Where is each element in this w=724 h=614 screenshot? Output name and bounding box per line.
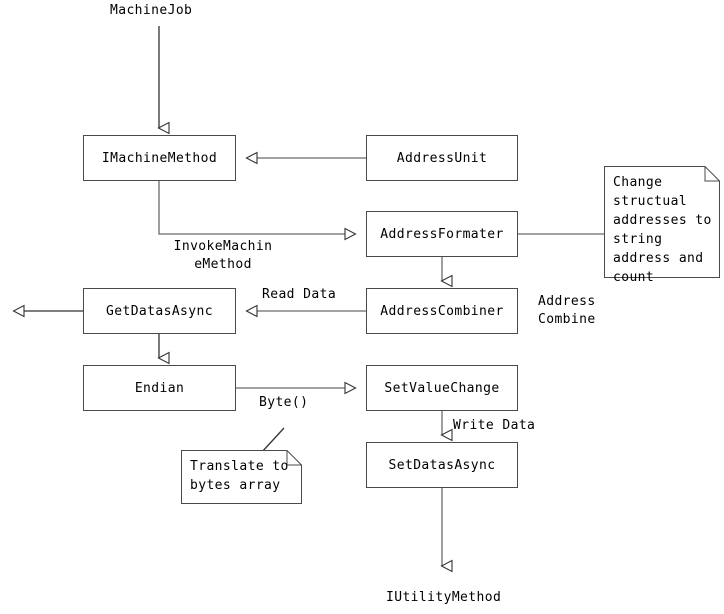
- node-label: AddressCombiner: [380, 303, 504, 319]
- node-label: SetDatasAsync: [388, 457, 496, 473]
- node-label: SetValueChange: [384, 380, 500, 396]
- label-invokemachinemethod: InvokeMachin eMethod: [173, 239, 273, 272]
- note-address-change[interactable]: Change structual addresses to string add…: [604, 166, 720, 285]
- node-setvaluechange[interactable]: SetValueChange: [366, 365, 518, 411]
- label-read-data: Read Data: [262, 287, 337, 302]
- label-byte: Byte(): [259, 395, 309, 410]
- node-label: GetDatasAsync: [106, 303, 213, 319]
- note-shape: [604, 166, 720, 278]
- node-addresscombiner[interactable]: AddressCombiner: [366, 288, 518, 334]
- node-endian[interactable]: Endian: [83, 365, 236, 411]
- node-label: AddressFormater: [380, 226, 504, 242]
- node-addressformater[interactable]: AddressFormater: [366, 211, 518, 257]
- label-address-combine: Address Combine: [538, 294, 596, 327]
- node-imachinemethod[interactable]: IMachineMethod: [83, 135, 236, 181]
- node-label: IMachineMethod: [101, 150, 218, 166]
- note-shape: [181, 450, 302, 504]
- node-addressunit[interactable]: AddressUnit: [366, 135, 518, 181]
- node-label: AddressUnit: [396, 150, 488, 166]
- edge-imachinemethod-to-addressformater: [158, 181, 357, 241]
- edge-byte-to-note: [260, 427, 285, 454]
- label-iutilitymethod: IUtilityMethod: [386, 590, 502, 605]
- node-getdatasasync[interactable]: GetDatasAsync: [83, 288, 236, 334]
- note-translate-bytes[interactable]: Translate to bytes array: [181, 450, 302, 504]
- label-machinejob: MachineJob: [110, 3, 193, 18]
- node-setdatasasync[interactable]: SetDatasAsync: [366, 442, 518, 488]
- label-write-data: Write Data: [453, 418, 536, 433]
- node-label: Endian: [134, 380, 185, 396]
- note-text: Translate to bytes array: [190, 459, 289, 493]
- note-text: Change structual addresses to string add…: [613, 175, 712, 285]
